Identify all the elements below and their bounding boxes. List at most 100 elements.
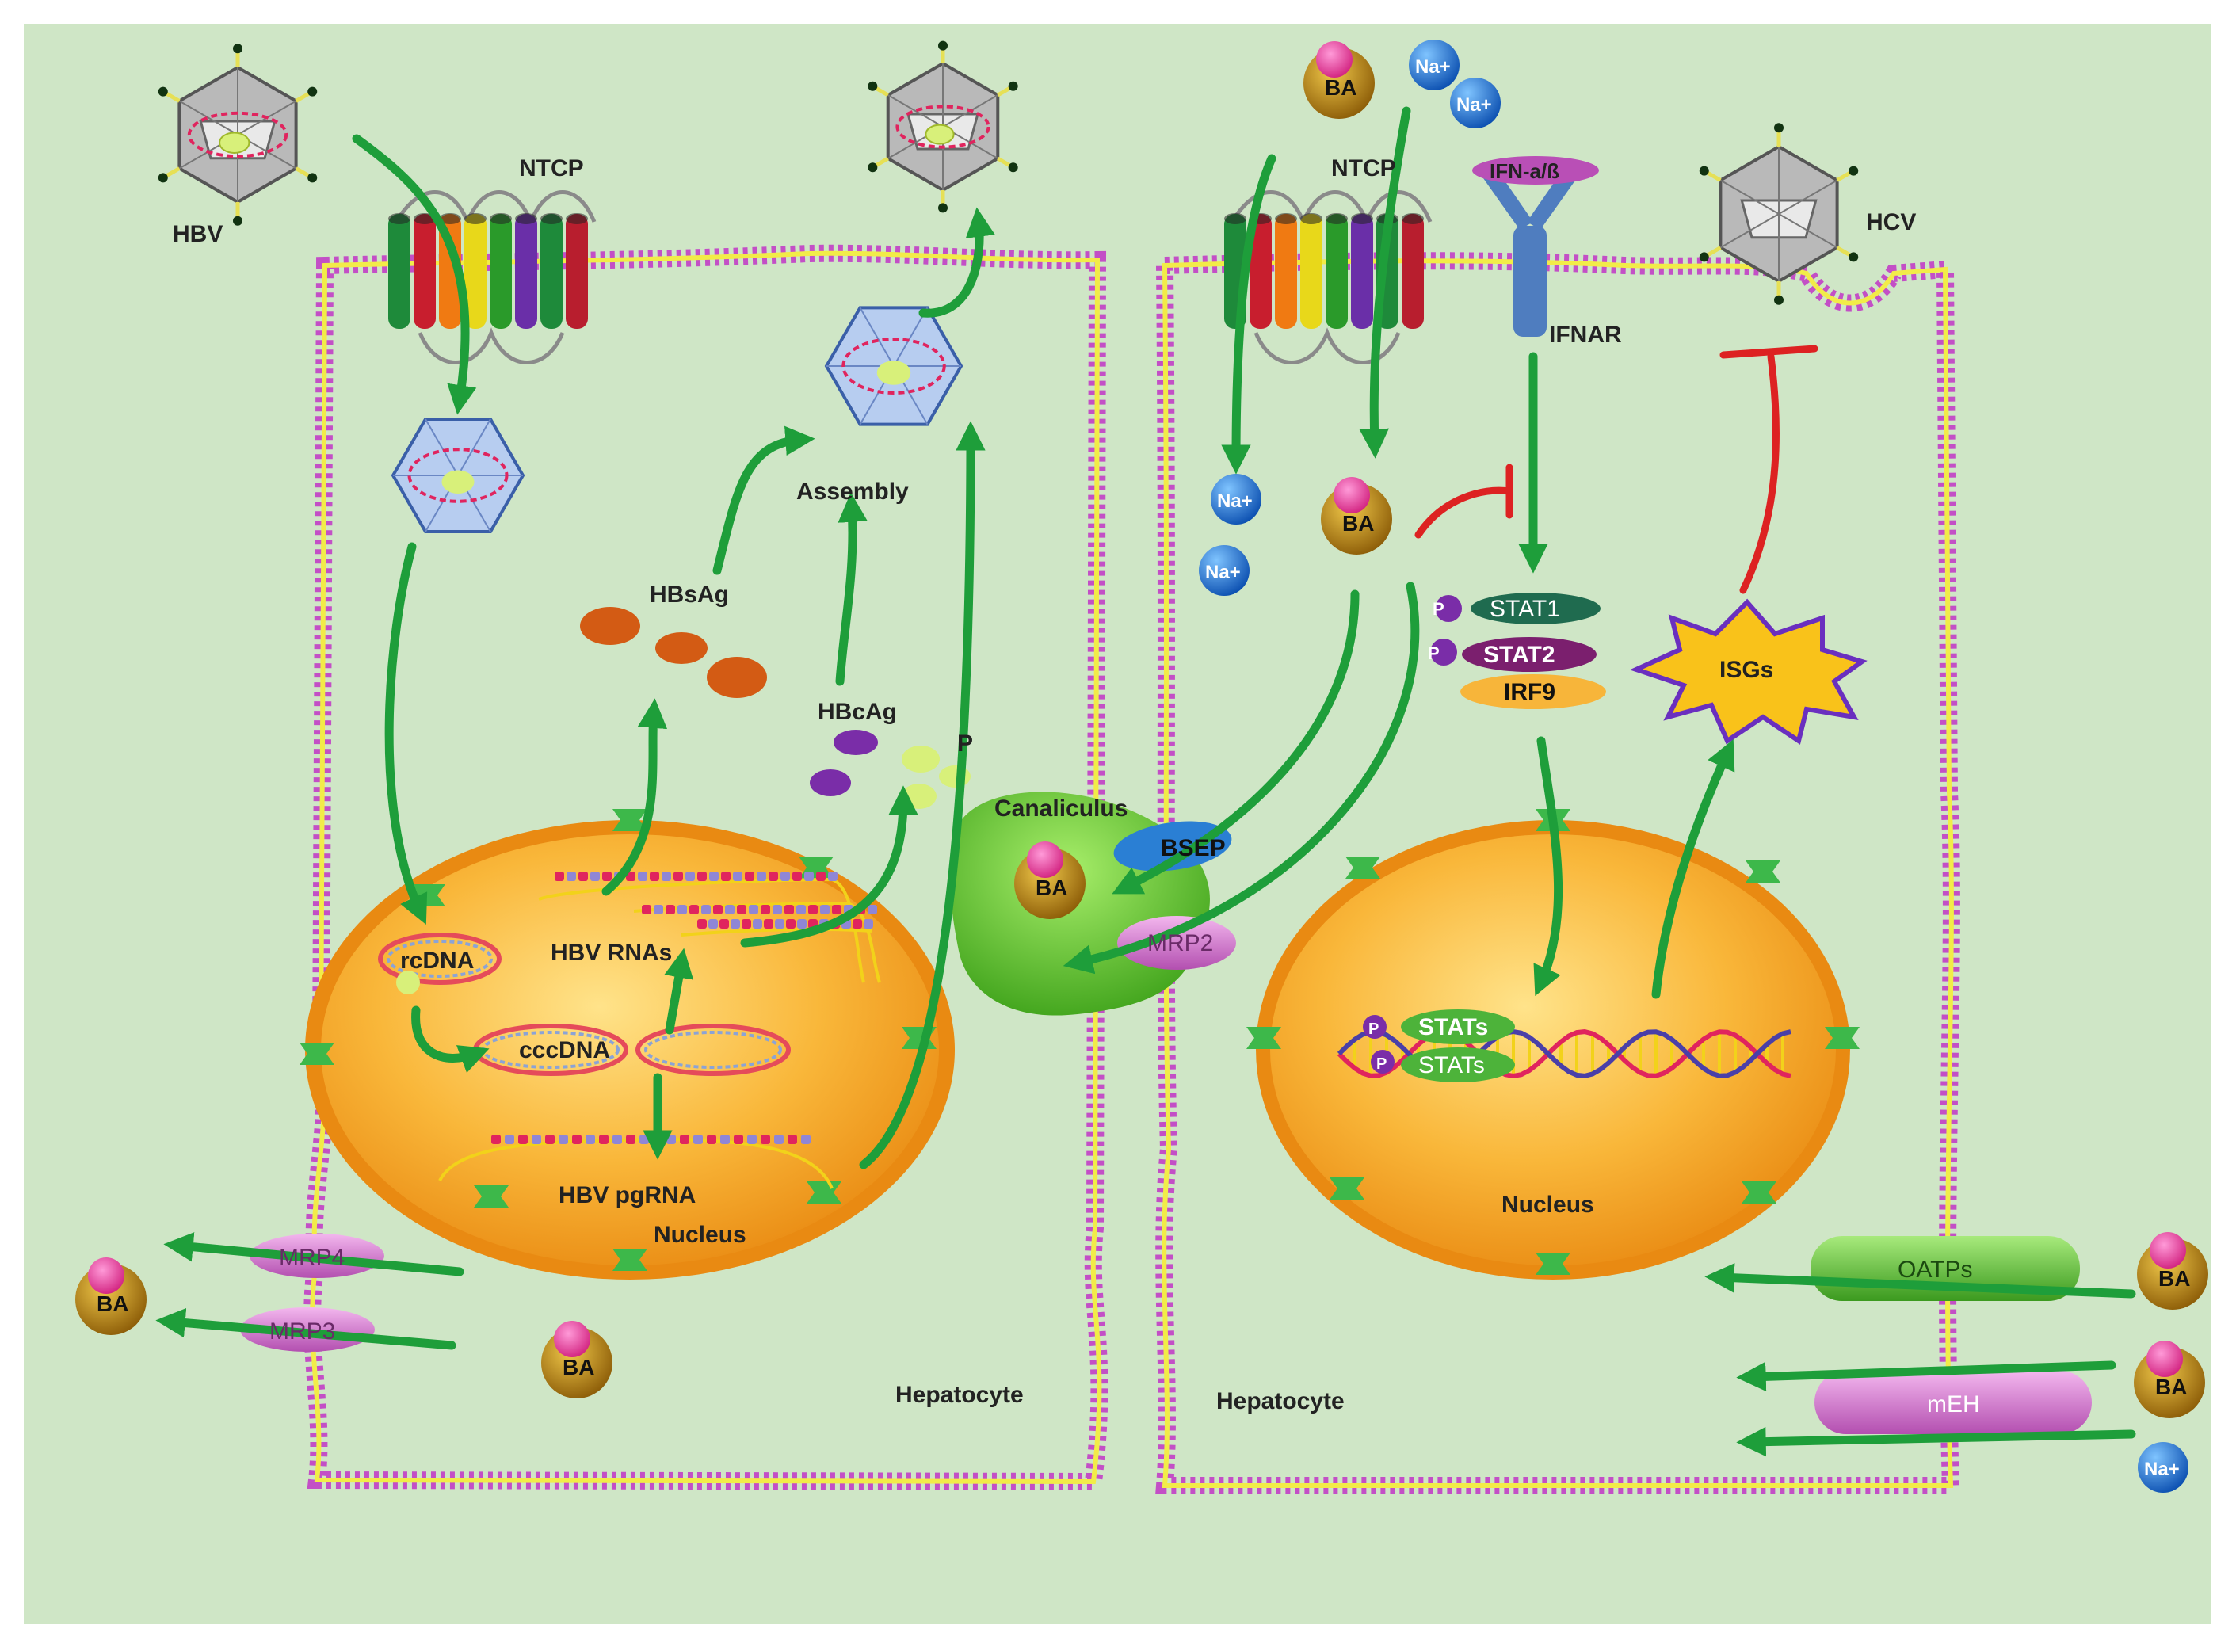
nuclear-pore: [1246, 1027, 1281, 1049]
label-ifnar: IFNAR: [1549, 322, 1622, 348]
nuclear-pore: [1536, 1253, 1570, 1275]
nuclear-pore: [612, 809, 647, 831]
rna-nucleotide: [820, 905, 830, 914]
ntcp-helix: [490, 214, 512, 329]
rna-nucleotide: [808, 905, 818, 914]
na-label: Na+: [2144, 1459, 2180, 1480]
rna-nucleotide: [697, 872, 707, 881]
rna-nucleotide: [590, 872, 600, 881]
inhibit-isgs-hcv: [1739, 353, 1780, 594]
ntcp-helix: [1326, 214, 1348, 329]
label-p: P: [957, 731, 973, 757]
rna-nucleotide: [797, 919, 807, 929]
label-ntcp-left: NTCP: [519, 155, 584, 181]
arrow-na-meh-uptake: [1736, 1426, 2136, 1457]
ntcp-helix: [414, 214, 436, 329]
arrow-ba-influx: [1359, 106, 1411, 459]
label-hbv: HBV: [173, 221, 223, 247]
arrow-secretion: [918, 207, 995, 318]
mrp2-transporter: [1117, 916, 1236, 970]
rna-nucleotide: [689, 905, 699, 914]
label-stats-1: STATs: [1418, 1014, 1488, 1040]
arrow-to-rcdna: [384, 542, 428, 925]
rna-nucleotide: [804, 872, 814, 881]
hbv-virion: [868, 40, 1018, 213]
arrow-cccdna-to-rnas: [664, 948, 694, 1035]
rna-nucleotide: [737, 905, 746, 914]
rna-nucleotide: [639, 1135, 649, 1144]
ntcp-helix: [1250, 214, 1272, 329]
rna-nucleotide: [673, 872, 683, 881]
nuclear-pore: [300, 1043, 334, 1065]
rna-nucleotide: [764, 919, 773, 929]
arrow-stat-to-nucleus: [1533, 736, 1563, 997]
inhibit-ba-stat: [1414, 486, 1513, 539]
hbcag-particles: [810, 730, 878, 796]
label-hbsag: HBsAg: [650, 582, 729, 608]
rna-nucleotide: [713, 905, 723, 914]
ntcp-helix: [1351, 214, 1373, 329]
rna-nucleotide: [626, 872, 635, 881]
nuclear-pore: [1330, 1177, 1364, 1200]
bile-acid-outside-right: BA: [1303, 41, 1375, 119]
label-phospho-2: P: [1428, 643, 1440, 663]
ba-label: BA: [2158, 1266, 2190, 1291]
rna-nucleotide: [749, 905, 758, 914]
process-arrows: [155, 106, 2136, 1457]
rna-nucleotide: [786, 919, 796, 929]
rna-nucleotide: [801, 1135, 811, 1144]
rna-nucleotide: [719, 919, 729, 929]
arrow-mrp4-efflux: [163, 1232, 464, 1276]
arrow-rcdna-to-cccdna: [411, 1005, 490, 1074]
rna-nucleotide: [567, 872, 576, 881]
rna-nucleotide: [709, 872, 719, 881]
rna-nucleotide: [742, 919, 751, 929]
arrow-oatps-uptake: [1704, 1263, 2136, 1299]
rna-nucleotide: [721, 872, 731, 881]
rna-nucleotide: [788, 1135, 797, 1144]
hbv-capsid-entering: [391, 417, 525, 534]
isgs-starburst: [1629, 598, 1868, 745]
rna-nucleotide: [638, 872, 647, 881]
hbv-virion: [158, 44, 318, 226]
ntcp-helix: [1402, 214, 1424, 329]
rna-nucleotide: [745, 872, 754, 881]
arrow-nucleus-to-isgs: [1651, 738, 1735, 999]
rna-nucleotide: [816, 872, 826, 881]
rna-nucleotide: [733, 872, 742, 881]
rna-nucleotide: [586, 1135, 595, 1144]
label-hepatocyte-right: Hepatocyte: [1216, 1388, 1345, 1414]
meh-transporter: [1814, 1371, 2092, 1434]
label-stats-2: STATs: [1418, 1052, 1485, 1078]
sodium-ion: Na+: [2138, 1442, 2188, 1493]
nuclear-pore: [1345, 857, 1380, 879]
ba-label: BA: [97, 1291, 128, 1316]
rcdna-circle: [378, 933, 502, 994]
rna-nucleotide: [559, 1135, 568, 1144]
label-phospho-3: P: [1368, 1021, 1379, 1038]
arrow-mrp3-efflux: [155, 1307, 456, 1350]
arrow-hbv-entry: [352, 134, 477, 415]
rna-nucleotide: [853, 919, 862, 929]
rna-nucleotide: [599, 1135, 609, 1144]
rna-nucleotide: [796, 905, 806, 914]
rna-nucleotide: [518, 1135, 528, 1144]
rna-nucleotide: [868, 905, 877, 914]
bile-acid-canaliculus: BA: [1014, 841, 1086, 919]
rna-nucleotide: [666, 905, 675, 914]
arrow-ba-to-mrp2: [1063, 582, 1420, 975]
label-bsep: BSEP: [1161, 835, 1226, 861]
ntcp-left-transporter: [388, 190, 597, 364]
bile-acid-effluxed: BA: [75, 1257, 147, 1335]
rna-nucleotide: [685, 872, 695, 881]
rna-nucleotide: [761, 905, 770, 914]
rna-nucleotide: [677, 905, 687, 914]
nuclear-pore: [474, 1185, 509, 1208]
label-hbv-rnas: HBV RNAs: [551, 940, 672, 966]
label-stat1: STAT1: [1490, 596, 1560, 622]
stat-complex: [1430, 593, 1606, 709]
sodium-ions: Na+Na+Na+Na+Na+: [1199, 40, 2188, 1493]
hcv-virion: [1699, 123, 1859, 305]
sodium-ion: Na+: [1409, 40, 1460, 90]
na-label: Na+: [1456, 94, 1492, 116]
